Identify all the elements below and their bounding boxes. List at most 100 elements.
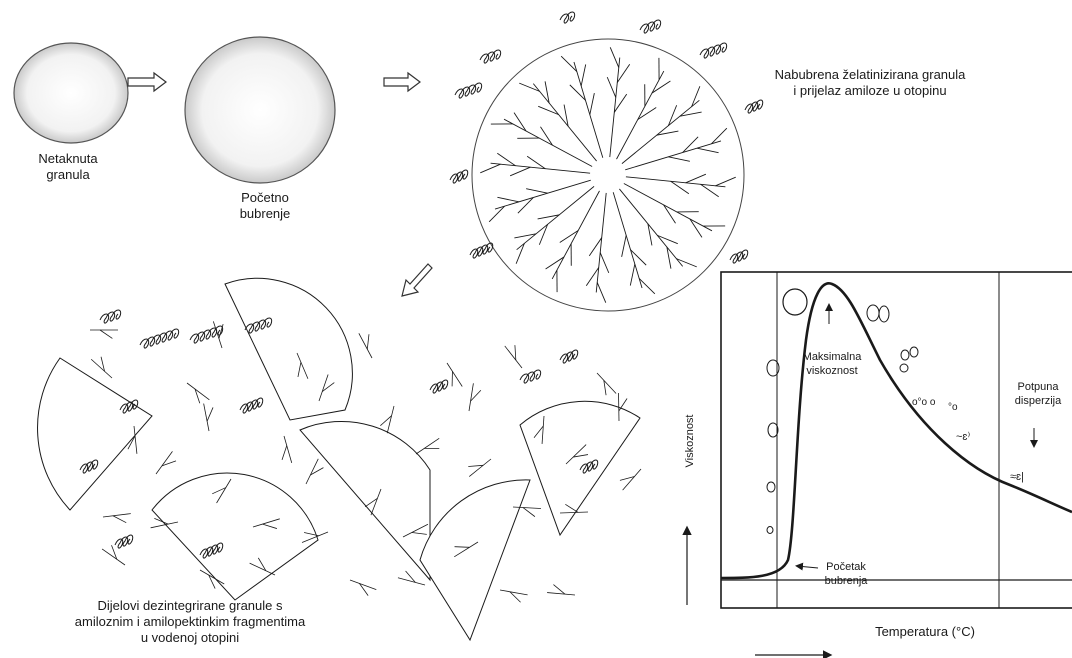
amylose-coil	[560, 350, 578, 363]
fragment-branch	[469, 383, 473, 411]
fragment-sub-branch	[553, 585, 565, 595]
fragment-branch	[204, 404, 209, 431]
fragment-branch	[500, 590, 528, 595]
fragment-branch	[387, 406, 394, 433]
amylopectin-sub-branch	[514, 234, 536, 238]
amylose-coil	[470, 243, 493, 258]
fragment-branch	[505, 346, 522, 368]
intact-granule-label: Netaknuta granula	[18, 151, 118, 183]
amylose-coil	[480, 50, 501, 63]
amylopectin-branch	[504, 119, 592, 166]
fragment-branch	[623, 469, 641, 490]
gelatinized-granule	[450, 12, 763, 311]
amylose-coil	[560, 12, 575, 23]
fragment-branch	[91, 359, 112, 378]
fragment-branch	[547, 593, 575, 595]
viscosity-curve	[721, 283, 1072, 578]
amylopectin-branch	[495, 180, 591, 209]
hollow-arrow-1	[128, 73, 166, 91]
fragment-sub-branch	[523, 508, 535, 517]
amylopectin-branch	[610, 58, 620, 158]
amylose-coil	[190, 326, 223, 343]
svg-text:°o: °o	[948, 402, 958, 413]
amylopectin-sub-branch	[648, 224, 652, 246]
amylose-coil	[100, 310, 121, 323]
x-axis-label: Temperatura (°C)	[840, 624, 1010, 640]
amylopectin-branch	[533, 84, 596, 161]
disintegrated-fragments	[38, 278, 641, 640]
fragment-sub-branch	[100, 330, 112, 338]
svg-text:≈ɛ|: ≈ɛ|	[1010, 471, 1024, 483]
amylopectin-sub-branch	[630, 264, 635, 286]
amylopectin-sub-branch	[581, 64, 586, 86]
amylopectin-sub-branch	[526, 189, 548, 194]
amylopectin-sub-branch	[668, 157, 690, 162]
amylopectin-branch	[625, 141, 721, 170]
amylose-coil	[430, 380, 448, 393]
amylose-coil	[240, 398, 263, 413]
fragment-branch	[416, 438, 439, 454]
amylopectin-branch	[626, 177, 726, 187]
disintegrated-label: Dijelovi dezintegrirane granule s amiloz…	[20, 598, 360, 646]
initial-swelling-label: Početno bubrenje	[220, 190, 310, 222]
fragment-sub-branch	[367, 334, 369, 349]
svg-text:~ɛ⁾: ~ɛ⁾	[956, 431, 970, 443]
amylopectin-branch	[624, 184, 712, 231]
amylopectin-sub-branch	[610, 47, 619, 67]
amylopectin-sub-branch	[607, 77, 616, 97]
fragment-sub-branch	[515, 345, 516, 360]
amylopectin-sub-branch	[480, 164, 500, 173]
peak-viscosity-label: Maksimalna viskoznost	[792, 350, 872, 378]
amylose-coil	[745, 100, 763, 113]
swollen-granule-label: Nabubrena želatinizirana granula i prije…	[745, 67, 995, 99]
amylose-coil	[700, 43, 727, 58]
amylopectin-branch	[617, 71, 664, 159]
amylopectin-sub-branch	[497, 197, 519, 202]
amylopectin-sub-branch	[667, 247, 671, 269]
amylopectin-sub-branch	[564, 105, 568, 127]
amylopectin-sub-branch	[538, 215, 560, 219]
amylose-coil	[520, 370, 541, 383]
amylose-coil	[455, 83, 482, 98]
amylose-coil	[450, 170, 468, 183]
amylose-coil	[140, 329, 179, 348]
fragment-sub-branch	[207, 407, 213, 421]
amylopectin-sub-branch	[600, 253, 609, 273]
amylose-coil	[640, 20, 661, 33]
amylopectin-sub-branch	[622, 235, 627, 257]
fragment-sub-branch	[620, 477, 635, 481]
amylopectin-sub-branch	[697, 148, 719, 153]
svg-text:o°o o: o°o o	[912, 397, 936, 408]
amylopectin-sub-branch	[590, 93, 595, 115]
fragment-branch	[469, 459, 491, 477]
amylopectin-branch	[613, 192, 642, 288]
amylopectin-sub-branch	[510, 167, 530, 176]
graph-frame	[721, 272, 1072, 608]
fragment-sub-branch	[468, 465, 483, 466]
amylopectin-branch	[619, 189, 682, 266]
fragment-sub-branch	[282, 446, 287, 460]
amylopectin-sub-branch	[597, 282, 606, 302]
fragment-sub-branch	[113, 516, 126, 523]
fragment-branch	[359, 333, 372, 358]
amylopectin-sub-branch	[545, 81, 549, 103]
amylopectin-branch	[596, 193, 606, 293]
amylopectin-sub-branch	[657, 131, 679, 135]
amylose-coil	[115, 535, 133, 548]
amylopectin-sub-branch	[686, 174, 706, 183]
fragment-branch	[398, 578, 425, 585]
amylopectin-branch	[622, 100, 699, 163]
amylose-coil	[730, 250, 748, 263]
amylopectin-branch	[574, 62, 603, 158]
fragment-branch	[447, 363, 462, 386]
amylopectin-branch	[517, 186, 594, 249]
dispersion-label: Potpuna disperzija	[1005, 380, 1071, 408]
amylopectin-branch	[491, 163, 591, 173]
viscosity-graph: o°o o °o ~ɛ⁾ ≈ɛ|	[687, 272, 1072, 655]
fragment-branch	[597, 373, 616, 393]
fragment-sub-branch	[380, 416, 391, 426]
hollow-arrow-3	[402, 264, 432, 296]
fragment-branch	[103, 514, 131, 517]
y-axis-label: Viskoznost	[683, 401, 697, 481]
onset-label: Početak bubrenja	[816, 560, 876, 588]
